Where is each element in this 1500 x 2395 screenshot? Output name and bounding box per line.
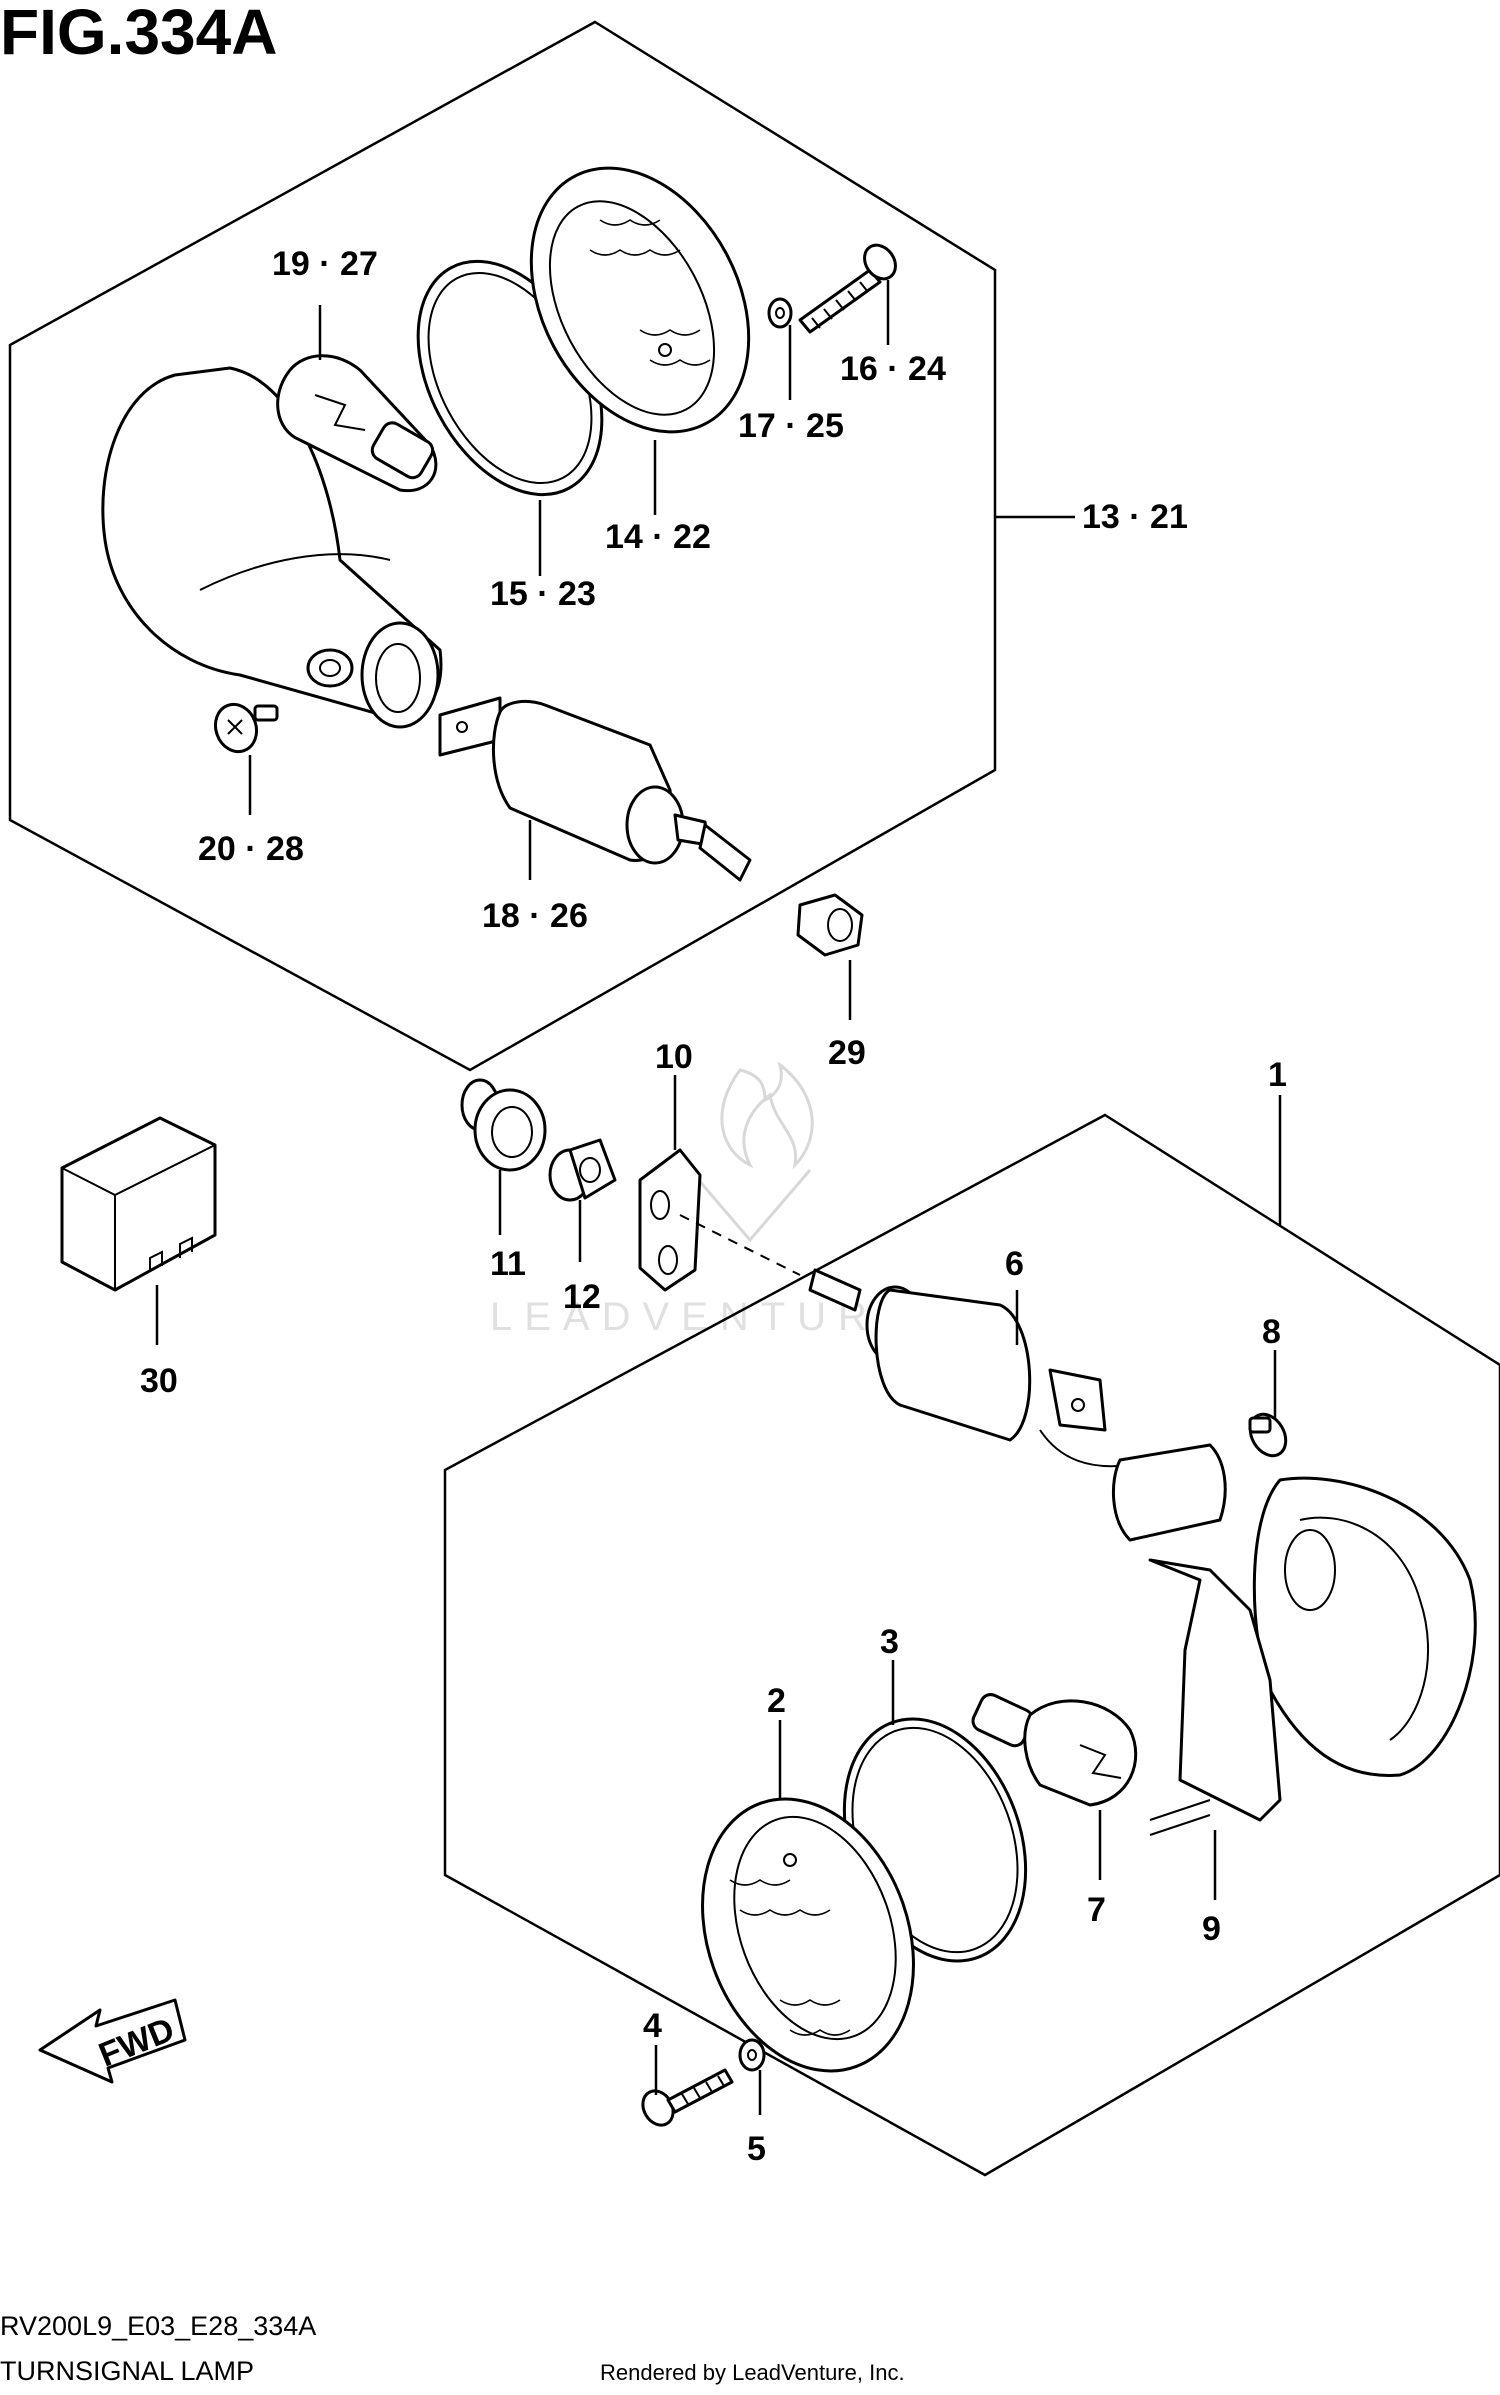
front-lamp-housing [1111,1443,1477,1836]
callout-10: 10 [655,1038,693,1076]
rendered-by: Rendered by LeadVenture, Inc. [600,2360,905,2385]
callout-11: 11 [490,1245,526,1283]
callout-3: 3 [880,1623,899,1661]
callout-12: 12 [563,1278,601,1316]
callout-20-28: 20 · 28 [198,830,304,868]
callout-2: 2 [767,1682,786,1720]
callout-6: 6 [1005,1245,1024,1283]
figure-title: FIG.334A [0,0,277,68]
model-code: RV200L9_E03_E28_334A [0,2311,316,2341]
fwd-arrow: FWD [38,1998,187,2084]
grommet-11 [460,1078,547,1172]
callout-16-24: 16 · 24 [840,350,946,388]
callout-14-22: 14 · 22 [605,518,711,556]
callout-7: 7 [1087,1891,1106,1929]
rear-housing-screw [213,702,279,754]
rear-lens-screw [798,243,897,334]
callout-8: 8 [1262,1313,1281,1351]
callout-18-26: 18 · 26 [482,897,588,935]
front-lens [701,1797,915,2073]
callout-5: 5 [747,2130,766,2168]
rear-bulb [276,354,438,493]
callout-13-21: 13 · 21 [1082,498,1188,536]
screw-8 [1248,1412,1288,1458]
upper-assembly-outline [8,20,997,1072]
front-washer [738,2038,766,2072]
callout-4: 4 [643,2007,662,2045]
collar-12 [548,1138,617,1202]
figure-name: TURNSIGNAL LAMP [0,2356,254,2386]
rear-lamp-housing [101,366,443,729]
callout-17-25: 17 · 25 [738,407,844,445]
callout-30: 30 [140,1362,178,1400]
plate-10 [638,1148,702,1292]
rear-washer [767,297,793,329]
rear-socket-cord [438,696,752,882]
assembly-axis [679,1214,801,1276]
nut-29 [796,893,864,957]
front-bulb [971,1693,1138,1807]
callout-19-27: 19 · 27 [272,245,378,283]
callout-15-23: 15 · 23 [490,575,596,613]
callout-29: 29 [828,1034,866,1072]
lower-assembly-outline [443,1113,1500,2177]
relay-30 [60,1116,217,1292]
rear-lens [529,166,751,434]
callout-9: 9 [1202,1910,1221,1948]
front-socket-cord [808,1268,1131,1468]
front-lens-screw [641,2068,734,2127]
callout-1: 1 [1268,1056,1287,1094]
